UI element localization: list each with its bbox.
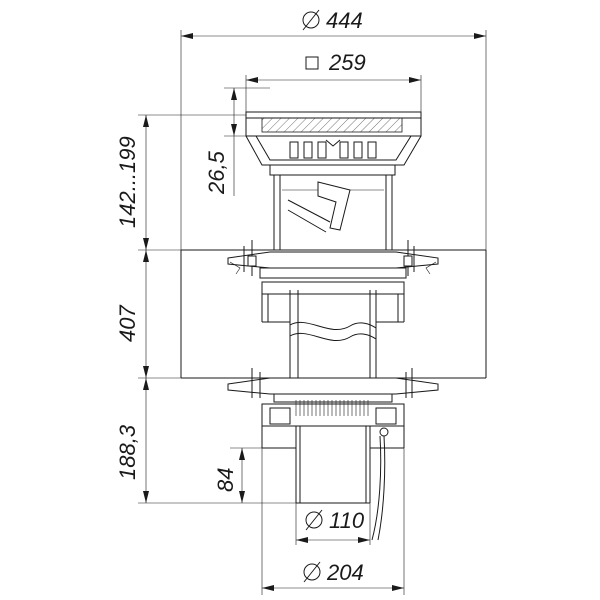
dim-label-grate-square: 259 bbox=[328, 50, 366, 75]
dimension-base-diameter: 204 bbox=[261, 448, 405, 595]
flap-valve bbox=[317, 181, 351, 231]
lower-flange bbox=[227, 368, 439, 403]
diameter-symbol-icon bbox=[303, 561, 321, 583]
heating-ribs bbox=[295, 400, 369, 416]
dimension-lower-height: 188,3 bbox=[115, 378, 300, 504]
dim-label-height-range: 142...199 bbox=[115, 136, 140, 228]
dimension-grate-depth: 26,5 bbox=[204, 87, 270, 196]
diameter-symbol-icon bbox=[302, 9, 320, 31]
diameter-symbol-icon bbox=[305, 509, 323, 531]
dimension-outlet-length: 84 bbox=[213, 447, 262, 503]
dimension-height-range: 142...199 bbox=[115, 114, 250, 251]
outlet-pipe bbox=[295, 426, 371, 504]
grate bbox=[245, 111, 422, 166]
dimension-pipe-diameter: 110 bbox=[295, 503, 371, 545]
dim-label-outlet-length: 84 bbox=[213, 468, 238, 492]
dim-label-base-diameter: 204 bbox=[326, 560, 364, 585]
dim-label-body-height: 407 bbox=[115, 305, 140, 342]
dimension-top-diameter: 444 bbox=[180, 8, 487, 250]
heating-cable bbox=[377, 435, 386, 541]
break-line-upper bbox=[289, 321, 377, 331]
middle-section bbox=[261, 281, 405, 380]
dim-label-grate-depth: 26,5 bbox=[204, 150, 229, 195]
dimension-grate-square: 259 bbox=[245, 50, 422, 112]
dimension-body-height: 407 bbox=[115, 250, 181, 379]
upper-flange bbox=[227, 240, 439, 279]
upper-body bbox=[269, 164, 396, 250]
break-line-lower bbox=[289, 332, 377, 342]
roof-plate-upper bbox=[180, 249, 487, 378]
square-symbol-icon bbox=[305, 56, 319, 70]
dim-label-top-diameter: 444 bbox=[326, 8, 363, 33]
dim-label-lower-height: 188,3 bbox=[115, 424, 140, 480]
grate-bars bbox=[289, 139, 377, 159]
dim-label-pipe-diameter: 110 bbox=[329, 508, 365, 533]
lower-body bbox=[261, 400, 405, 541]
